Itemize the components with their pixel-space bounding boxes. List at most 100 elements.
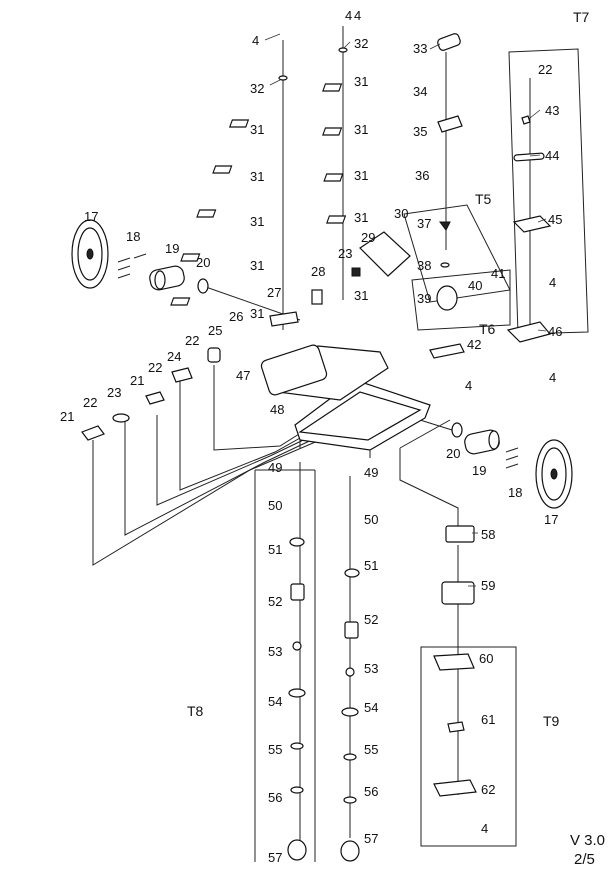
part-label: 18 [508, 485, 522, 500]
part-label: 51 [364, 558, 378, 573]
group-label-t5: T5 [475, 191, 492, 207]
part-label: 48 [270, 402, 284, 417]
group-t7-box [508, 48, 589, 335]
seal-ring [260, 344, 328, 396]
part-label: 43 [545, 103, 559, 118]
part-label: 30 [394, 206, 408, 221]
part-label: 4 [345, 8, 352, 23]
group-label-t7: T7 [573, 9, 590, 25]
plates-column-left [170, 75, 288, 306]
part-label: 33 [413, 41, 427, 56]
o-ring-left [197, 278, 209, 294]
part-label: 50 [268, 498, 282, 513]
chassis [294, 379, 431, 458]
part-label: 47 [236, 368, 250, 383]
part-label: 31 [250, 169, 264, 184]
t8-column-right [340, 568, 360, 862]
part-label: 57 [268, 850, 282, 865]
group-t9-box [420, 646, 517, 847]
part-label: 31 [354, 288, 368, 303]
o-ring-right [451, 422, 463, 438]
part-label: 23 [107, 385, 121, 400]
part-label: 38 [417, 258, 431, 273]
part-label: 45 [548, 212, 562, 227]
part-label: 4 [549, 275, 556, 290]
bracket-28 [311, 289, 323, 305]
part-label: 59 [481, 578, 495, 593]
motor-left [149, 265, 185, 291]
part-label: 19 [165, 241, 179, 256]
t8-column-left [287, 537, 307, 861]
part-label: 49 [268, 460, 282, 475]
part-label: 18 [126, 229, 140, 244]
part-label: 50 [364, 512, 378, 527]
part-label: 22 [83, 395, 97, 410]
part-label: 55 [268, 742, 282, 757]
part-label: 4 [481, 821, 488, 836]
part-label: 20 [196, 255, 210, 270]
part-label: 57 [364, 831, 378, 846]
group-label-t9: T9 [543, 713, 560, 729]
part-label: 17 [544, 512, 558, 527]
group-label-t6: T6 [479, 321, 496, 337]
part-label: 17 [84, 209, 98, 224]
part-label: 54 [268, 694, 282, 709]
page-number: 2/5 [574, 851, 595, 868]
part-label: 31 [250, 122, 264, 137]
part-label: 56 [268, 790, 282, 805]
part-label: 35 [413, 124, 427, 139]
part-label: 31 [354, 74, 368, 89]
part-label: 53 [268, 644, 282, 659]
motor-right [464, 429, 500, 455]
wheel-left [71, 219, 109, 289]
part-label: 32 [250, 81, 264, 96]
part-label: 23 [338, 246, 352, 261]
part-label: 32 [354, 36, 368, 51]
leader-lines [264, 33, 547, 587]
part-label: 51 [268, 542, 282, 557]
part-label: 46 [548, 324, 562, 339]
part-label: 4 [252, 33, 259, 48]
part-label: 31 [354, 210, 368, 225]
part-label: 22 [538, 62, 552, 77]
part-label: 4 [354, 8, 361, 23]
part-label: 31 [250, 306, 264, 321]
part-label: 41 [491, 266, 505, 281]
part-label: 62 [481, 782, 495, 797]
part-label: 28 [311, 264, 325, 279]
part-label: 61 [481, 712, 495, 727]
part-label: 22 [185, 333, 199, 348]
part-label: 31 [354, 122, 368, 137]
part-label: 26 [229, 309, 243, 324]
small-parts-lower-left [81, 347, 221, 441]
part-label: 31 [354, 168, 368, 183]
plate-27 [269, 311, 299, 327]
part-label: 37 [417, 216, 431, 231]
t9-parts [433, 525, 477, 797]
screws-right [505, 447, 519, 469]
part-label: 52 [364, 612, 378, 627]
part-label: 27 [267, 285, 281, 300]
part-label: 55 [364, 742, 378, 757]
part-label: 31 [250, 214, 264, 229]
part-label: 40 [468, 278, 482, 293]
part-label: 24 [167, 349, 181, 364]
part-label: 39 [417, 291, 431, 306]
clip-29 [351, 267, 361, 277]
part-label: 21 [60, 409, 74, 424]
part-label: 36 [415, 168, 429, 183]
part-label: 44 [545, 148, 559, 163]
part-label: 22 [148, 360, 162, 375]
part-label: 21 [130, 373, 144, 388]
part-label: 54 [364, 700, 378, 715]
part-label: 29 [361, 230, 375, 245]
column-right-parts [429, 33, 465, 359]
part-label: 60 [479, 651, 493, 666]
part-label: 42 [467, 337, 481, 352]
part-label: 49 [364, 465, 378, 480]
part-label: 56 [364, 784, 378, 799]
part-label: 52 [268, 594, 282, 609]
screws-left [117, 253, 147, 279]
wheel-right [535, 439, 573, 509]
